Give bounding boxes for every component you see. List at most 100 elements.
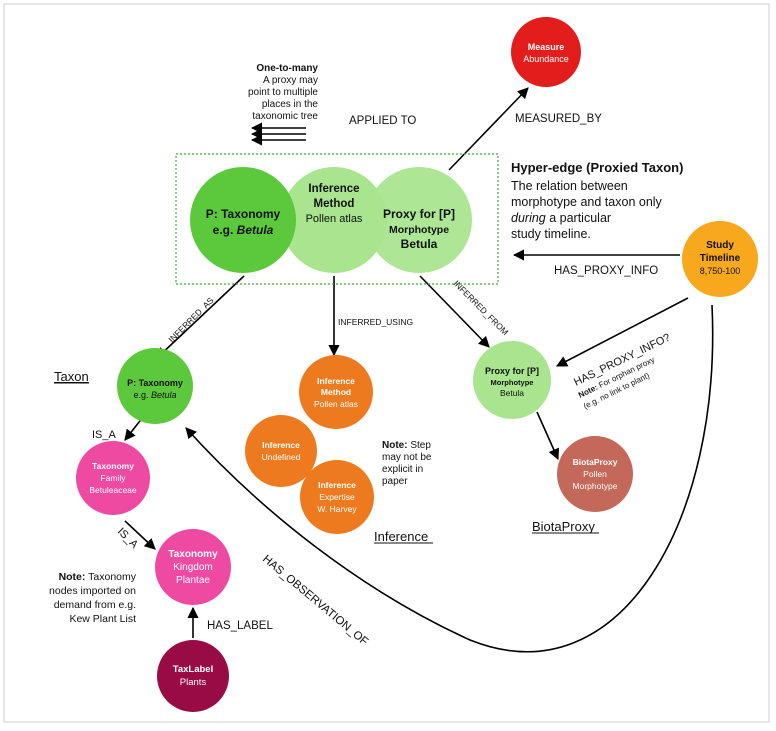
has-proxy-info-optional-edge <box>556 297 689 367</box>
inferred-from-label: INFERRED_FROM <box>452 278 511 337</box>
taxlabel-line2: Plants <box>180 677 207 688</box>
has-observation-of-label: HAS_OBSERVATION_OF <box>260 553 370 648</box>
hyperedge-line4: study timeline. <box>511 227 591 241</box>
hyperedge-box <box>175 153 499 285</box>
step-note-rest: Step <box>408 440 432 451</box>
hyperedge-line3-italic: during <box>511 211 546 225</box>
taxonomy-import-line1: Note: Taxonomy <box>59 571 137 583</box>
taxon-line1: P: Taxonomy <box>127 378 183 388</box>
taxlabel-node[interactable]: TaxLabel Plants <box>157 640 229 712</box>
hyper-inference-line2: Method <box>314 198 355 210</box>
taxonomy-import-rest: Taxonomy <box>85 571 136 583</box>
taxon-node[interactable]: P: Taxonomy e.g. Betula <box>117 348 193 424</box>
inference-method-node[interactable]: Inference Method Pollen atlas <box>299 355 373 429</box>
measure-line2: Abundance <box>523 54 569 64</box>
hyper-proxy-line2: Morphotype <box>389 224 449 236</box>
has-proxy-info-q-label: HAS_PROXY_INFO? <box>572 332 672 389</box>
measure-node[interactable]: Measure Abundance <box>511 17 581 87</box>
hyper-proxy-node[interactable]: Proxy for [P] Morphotype Betula <box>366 167 472 273</box>
hyper-inference-line3: Pollen atlas <box>306 213 363 225</box>
inferred-from-edge <box>419 275 490 348</box>
proxy-line3: Betula <box>500 388 524 398</box>
hyper-proxy-line1: Proxy for [P] <box>383 207 455 221</box>
applied-to-label: APPLIED TO <box>349 115 416 127</box>
inference-expertise-line1: Inference <box>318 480 356 490</box>
inference-expertise-node[interactable]: Inference Expertise W. Harvey <box>300 460 374 534</box>
hyperedge-line3: during a particular <box>511 211 611 225</box>
step-note-line1: Note: Step <box>382 440 431 451</box>
group-biotaproxy-heading: BiotaProxy <box>532 519 595 534</box>
outer-frame <box>3 3 770 723</box>
hyper-taxonomy-node[interactable]: P: Taxonomy e.g. Betula <box>190 167 296 273</box>
measured-by-label: MEASURED_BY <box>515 113 602 125</box>
group-inference-heading: Inference <box>374 529 428 544</box>
has-proxy-info-q-text: HAS_PROXY_INFO? <box>572 332 672 389</box>
hyperedge-line3-rest: a particular <box>546 211 611 225</box>
inference-undefined-node[interactable]: Inference Undefined <box>245 415 317 487</box>
step-note-line2: may not be <box>382 452 432 463</box>
inferred-as-label: INFERRED_AS <box>166 295 215 344</box>
taxon-line2: e.g. Betula <box>133 390 176 400</box>
hyperedge-note: Hyper-edge (Proxied Taxon) The relation … <box>511 160 683 241</box>
one-to-many-line2: point to multiple <box>248 87 318 98</box>
taxonomy-family-node[interactable]: Taxonomy Family Betuleaceae <box>76 441 150 515</box>
hyperedge-title: Hyper-edge (Proxied Taxon) <box>511 160 683 175</box>
study-timeline-node[interactable]: Study Timeline 8,750-100 <box>682 221 758 297</box>
inference-undefined-line2: Undefined <box>262 452 301 462</box>
inference-method-line2: Method <box>321 387 351 397</box>
proxy-node[interactable]: Proxy for [P] Morphotype Betula <box>473 341 551 419</box>
biota-proxy-line1: BiotaProxy <box>573 457 618 467</box>
inference-method-line1: Inference <box>317 376 355 386</box>
is-a-label-2: IS_A <box>115 526 141 552</box>
inference-expertise-line3: W. Harvey <box>317 504 357 514</box>
biota-proxy-line3: Morphotype <box>573 481 618 491</box>
one-to-many-note: One-to-many A proxy may point to multipl… <box>248 63 318 122</box>
taxonomy-family-line2: Family <box>100 473 126 483</box>
proxy-to-biotaproxy-edge <box>536 411 560 461</box>
hyper-taxonomy-line2: e.g. Betula <box>213 223 274 237</box>
measure-line1: Measure <box>528 42 565 52</box>
taxonomy-import-line2: nodes imported on <box>49 585 136 597</box>
inferred-as-edge <box>156 275 245 359</box>
measured-by-edge <box>448 87 529 171</box>
step-note-bold: Note: <box>382 440 408 451</box>
taxonomy-kingdom-node[interactable]: Taxonomy Kingdom Plantae <box>155 529 231 605</box>
inference-method-line3: Pollen atlas <box>314 399 358 409</box>
inferred-using-label: INFERRED_USING <box>338 317 413 327</box>
one-to-many-title: One-to-many <box>256 63 318 74</box>
proxy-line1: Proxy for [P] <box>485 366 539 376</box>
taxonomy-import-bold: Note: <box>59 571 86 583</box>
study-line2: Timeline <box>700 253 741 264</box>
inference-expertise-line2: Expertise <box>319 492 355 502</box>
proxy-line2: Morphotype <box>491 378 534 387</box>
group-taxon-heading: Taxon <box>54 369 89 384</box>
hyper-taxonomy-eg: e.g. <box>213 223 237 237</box>
taxonomy-family-line1: Taxonomy <box>92 461 134 471</box>
hyper-inference-node[interactable]: Inference Method Pollen atlas <box>281 167 387 273</box>
hyper-taxonomy-line1: P: Taxonomy <box>206 207 281 221</box>
taxlabel-line1: TaxLabel <box>173 664 213 675</box>
is-a-label-1: IS_A <box>92 429 117 441</box>
taxonomy-import-note: Note: Taxonomy nodes imported on demand … <box>49 571 137 625</box>
edges <box>124 87 714 653</box>
taxonomy-family-line3: Betuleaceae <box>89 485 137 495</box>
hyperedge-line2: morphotype and taxon only <box>511 195 663 209</box>
taxonomy-import-line4: Kew Plant List <box>69 613 136 625</box>
one-to-many-line3: places in the <box>262 99 319 110</box>
step-note-line3: explicit in <box>382 464 423 475</box>
taxonomy-import-line3: demand from e.g. <box>54 599 136 611</box>
inference-undefined-line1: Inference <box>262 440 300 450</box>
has-proxy-info-label: HAS_PROXY_INFO <box>554 265 658 277</box>
taxonomy-kingdom-line3: Plantae <box>176 575 210 586</box>
hyperedge-line1: The relation between <box>511 179 628 193</box>
study-line3: 8,750-100 <box>700 266 741 276</box>
biota-proxy-node[interactable]: BiotaProxy Pollen Morphotype <box>557 436 633 512</box>
study-line1: Study <box>706 240 734 251</box>
hyper-taxonomy-genus: Betula <box>237 223 274 237</box>
taxon-eg: e.g. <box>133 390 151 400</box>
has-label-label: HAS_LABEL <box>207 620 273 632</box>
taxonomy-kingdom-line2: Kingdom <box>173 562 212 573</box>
taxon-genus: Betula <box>151 390 177 400</box>
step-note-line4: paper <box>382 476 408 487</box>
